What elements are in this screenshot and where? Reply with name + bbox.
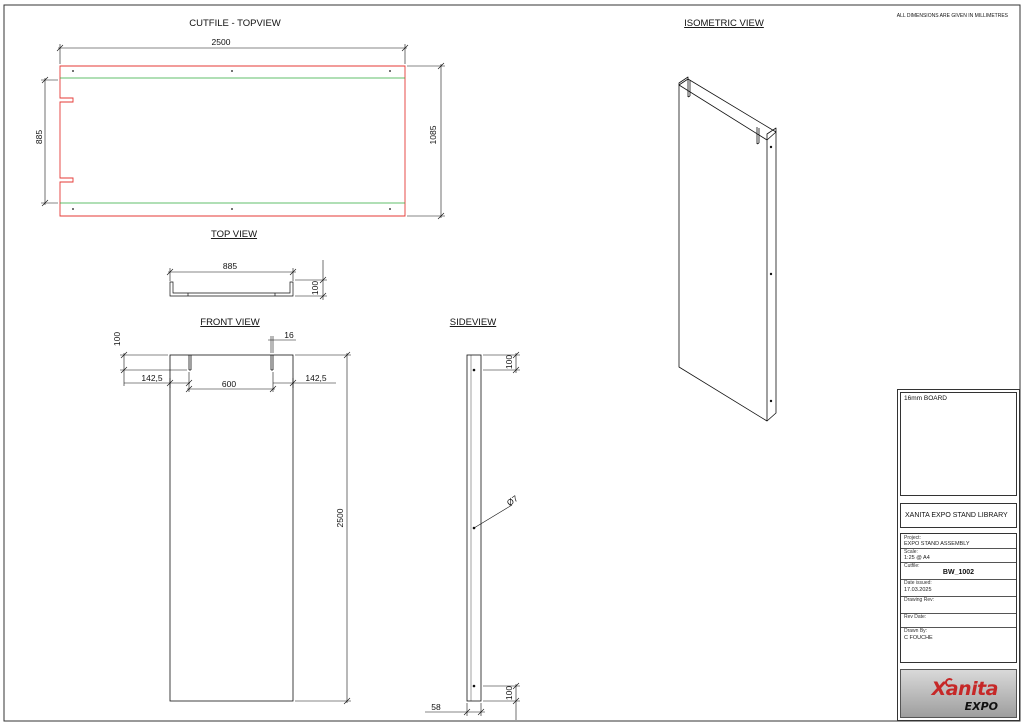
material-label: 16mm BOARD xyxy=(904,395,947,402)
units-note: ALL DIMENSIONS ARE GIVEN IN MILLIMETRES xyxy=(897,13,1009,19)
project-row: Project: EXPO STAND ASSEMBLY xyxy=(901,534,1016,549)
drawn-value: C FOUCHE xyxy=(904,635,933,641)
library-label: XANITA EXPO STAND LIBRARY xyxy=(905,512,1008,519)
topview-profile xyxy=(169,281,294,297)
cutfile-panel xyxy=(59,65,406,217)
frontview-panel xyxy=(169,354,294,702)
sideview-panel xyxy=(466,354,482,702)
project-value: EXPO STAND ASSEMBLY xyxy=(904,541,970,547)
logo-sub: EXPO xyxy=(964,700,998,713)
dim-front-slot-width: 16 xyxy=(284,330,294,340)
drawing-rev-row: Drawing Rev: xyxy=(901,596,1016,614)
dim-side-hole: Ø7 xyxy=(505,493,520,508)
scale-row: Scale: 1:25 @ A4 xyxy=(901,548,1016,563)
frontview-title: FRONT VIEW xyxy=(200,317,259,328)
cutfile-title: CUTFILE - TOPVIEW xyxy=(189,18,281,29)
dim-cut-width: 2500 xyxy=(212,37,231,47)
drawn-label: Drawn By: xyxy=(904,628,928,634)
scale-label: Scale: xyxy=(904,549,918,555)
dim-top-depth: 100 xyxy=(310,281,320,295)
rev-date-label: Rev Date: xyxy=(904,614,927,620)
library-box: XANITA EXPO STAND LIBRARY xyxy=(900,503,1017,528)
drawn-row: Drawn By: C FOUCHE xyxy=(901,627,1016,645)
topview-title: TOP VIEW xyxy=(211,229,257,240)
dim-side-width: 58 xyxy=(431,702,441,712)
dim-side-bottom: 100 xyxy=(504,686,514,700)
cutfile-dimensions xyxy=(41,44,445,220)
project-label: Project: xyxy=(904,535,921,541)
dim-cut-height: 1085 xyxy=(428,125,438,144)
sideview-dimensions xyxy=(425,351,520,720)
dim-front-left: 142,5 xyxy=(141,373,163,383)
sideview-title: SIDEVIEW xyxy=(450,317,496,328)
cutfile-row: Cutfile: BW_1002 xyxy=(901,562,1016,580)
cutfile-label: Cutfile: xyxy=(904,563,920,569)
dim-front-right: 142,5 xyxy=(305,373,327,383)
dim-front-height: 2500 xyxy=(335,508,345,527)
material-box: 16mm BOARD xyxy=(900,392,1017,496)
xanita-logo: Xanita EXPO xyxy=(907,676,1012,714)
topview-dimensions xyxy=(166,260,327,300)
dim-cut-inner: 885 xyxy=(34,130,44,144)
sheet-border xyxy=(3,4,1021,722)
logo-box: Xanita EXPO xyxy=(900,669,1017,718)
logo-swirl-icon xyxy=(945,678,954,687)
scale-value: 1:25 @ A4 xyxy=(904,555,930,561)
date-value: 17.03.2025 xyxy=(904,587,932,593)
dim-front-slot-height: 100 xyxy=(112,332,122,346)
date-label: Date issued: xyxy=(904,580,932,586)
dim-side-top: 100 xyxy=(504,355,514,369)
logo-main: Xanita xyxy=(931,678,999,700)
isoview-title: ISOMETRIC VIEW xyxy=(684,18,764,29)
drawing-rev-label: Drawing Rev: xyxy=(904,597,935,603)
isometric-panel xyxy=(678,76,777,422)
frontview-dimensions xyxy=(120,336,351,705)
cutfile-value: BW_1002 xyxy=(942,569,975,576)
rev-date-row: Rev Date: xyxy=(901,613,1016,628)
dim-top-width: 885 xyxy=(223,261,237,271)
date-row: Date issued: 17.03.2025 xyxy=(901,579,1016,597)
dim-front-mid: 600 xyxy=(222,379,236,389)
info-box: Project: EXPO STAND ASSEMBLY Scale: 1:25… xyxy=(900,533,1017,663)
